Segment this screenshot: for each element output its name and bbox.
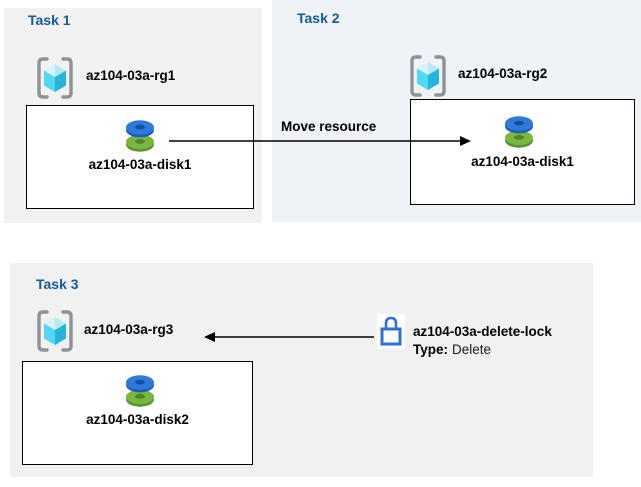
task2-rg-label: az104-03a-rg2 xyxy=(458,66,548,81)
lock-name-label: az104-03a-delete-lock xyxy=(413,324,552,339)
task3-disk-label: az104-03a-disk2 xyxy=(86,412,189,427)
move-resource-label: Move resource xyxy=(281,119,377,134)
task1-rg-label: az104-03a-rg1 xyxy=(86,68,176,83)
task3-rg-label: az104-03a-rg3 xyxy=(84,322,174,337)
lock-icon xyxy=(380,316,402,346)
disk-icon xyxy=(505,116,533,148)
lock-type-key: Type: xyxy=(413,342,449,357)
resource-group-icon xyxy=(37,310,73,352)
disk-icon xyxy=(126,375,154,407)
lock-type-line: Type:Delete xyxy=(413,342,491,357)
task1-title: Task 1 xyxy=(28,12,71,28)
task2-title: Task 2 xyxy=(297,10,340,26)
resource-group-icon xyxy=(37,57,73,99)
task3-title: Task 3 xyxy=(36,276,79,292)
lock-type-value: Delete xyxy=(452,342,492,357)
resource-group-icon xyxy=(410,55,446,97)
task1-disk-label: az104-03a-disk1 xyxy=(88,157,192,172)
task2-disk-label: az104-03a-disk1 xyxy=(471,154,574,169)
disk-icon xyxy=(126,120,154,152)
